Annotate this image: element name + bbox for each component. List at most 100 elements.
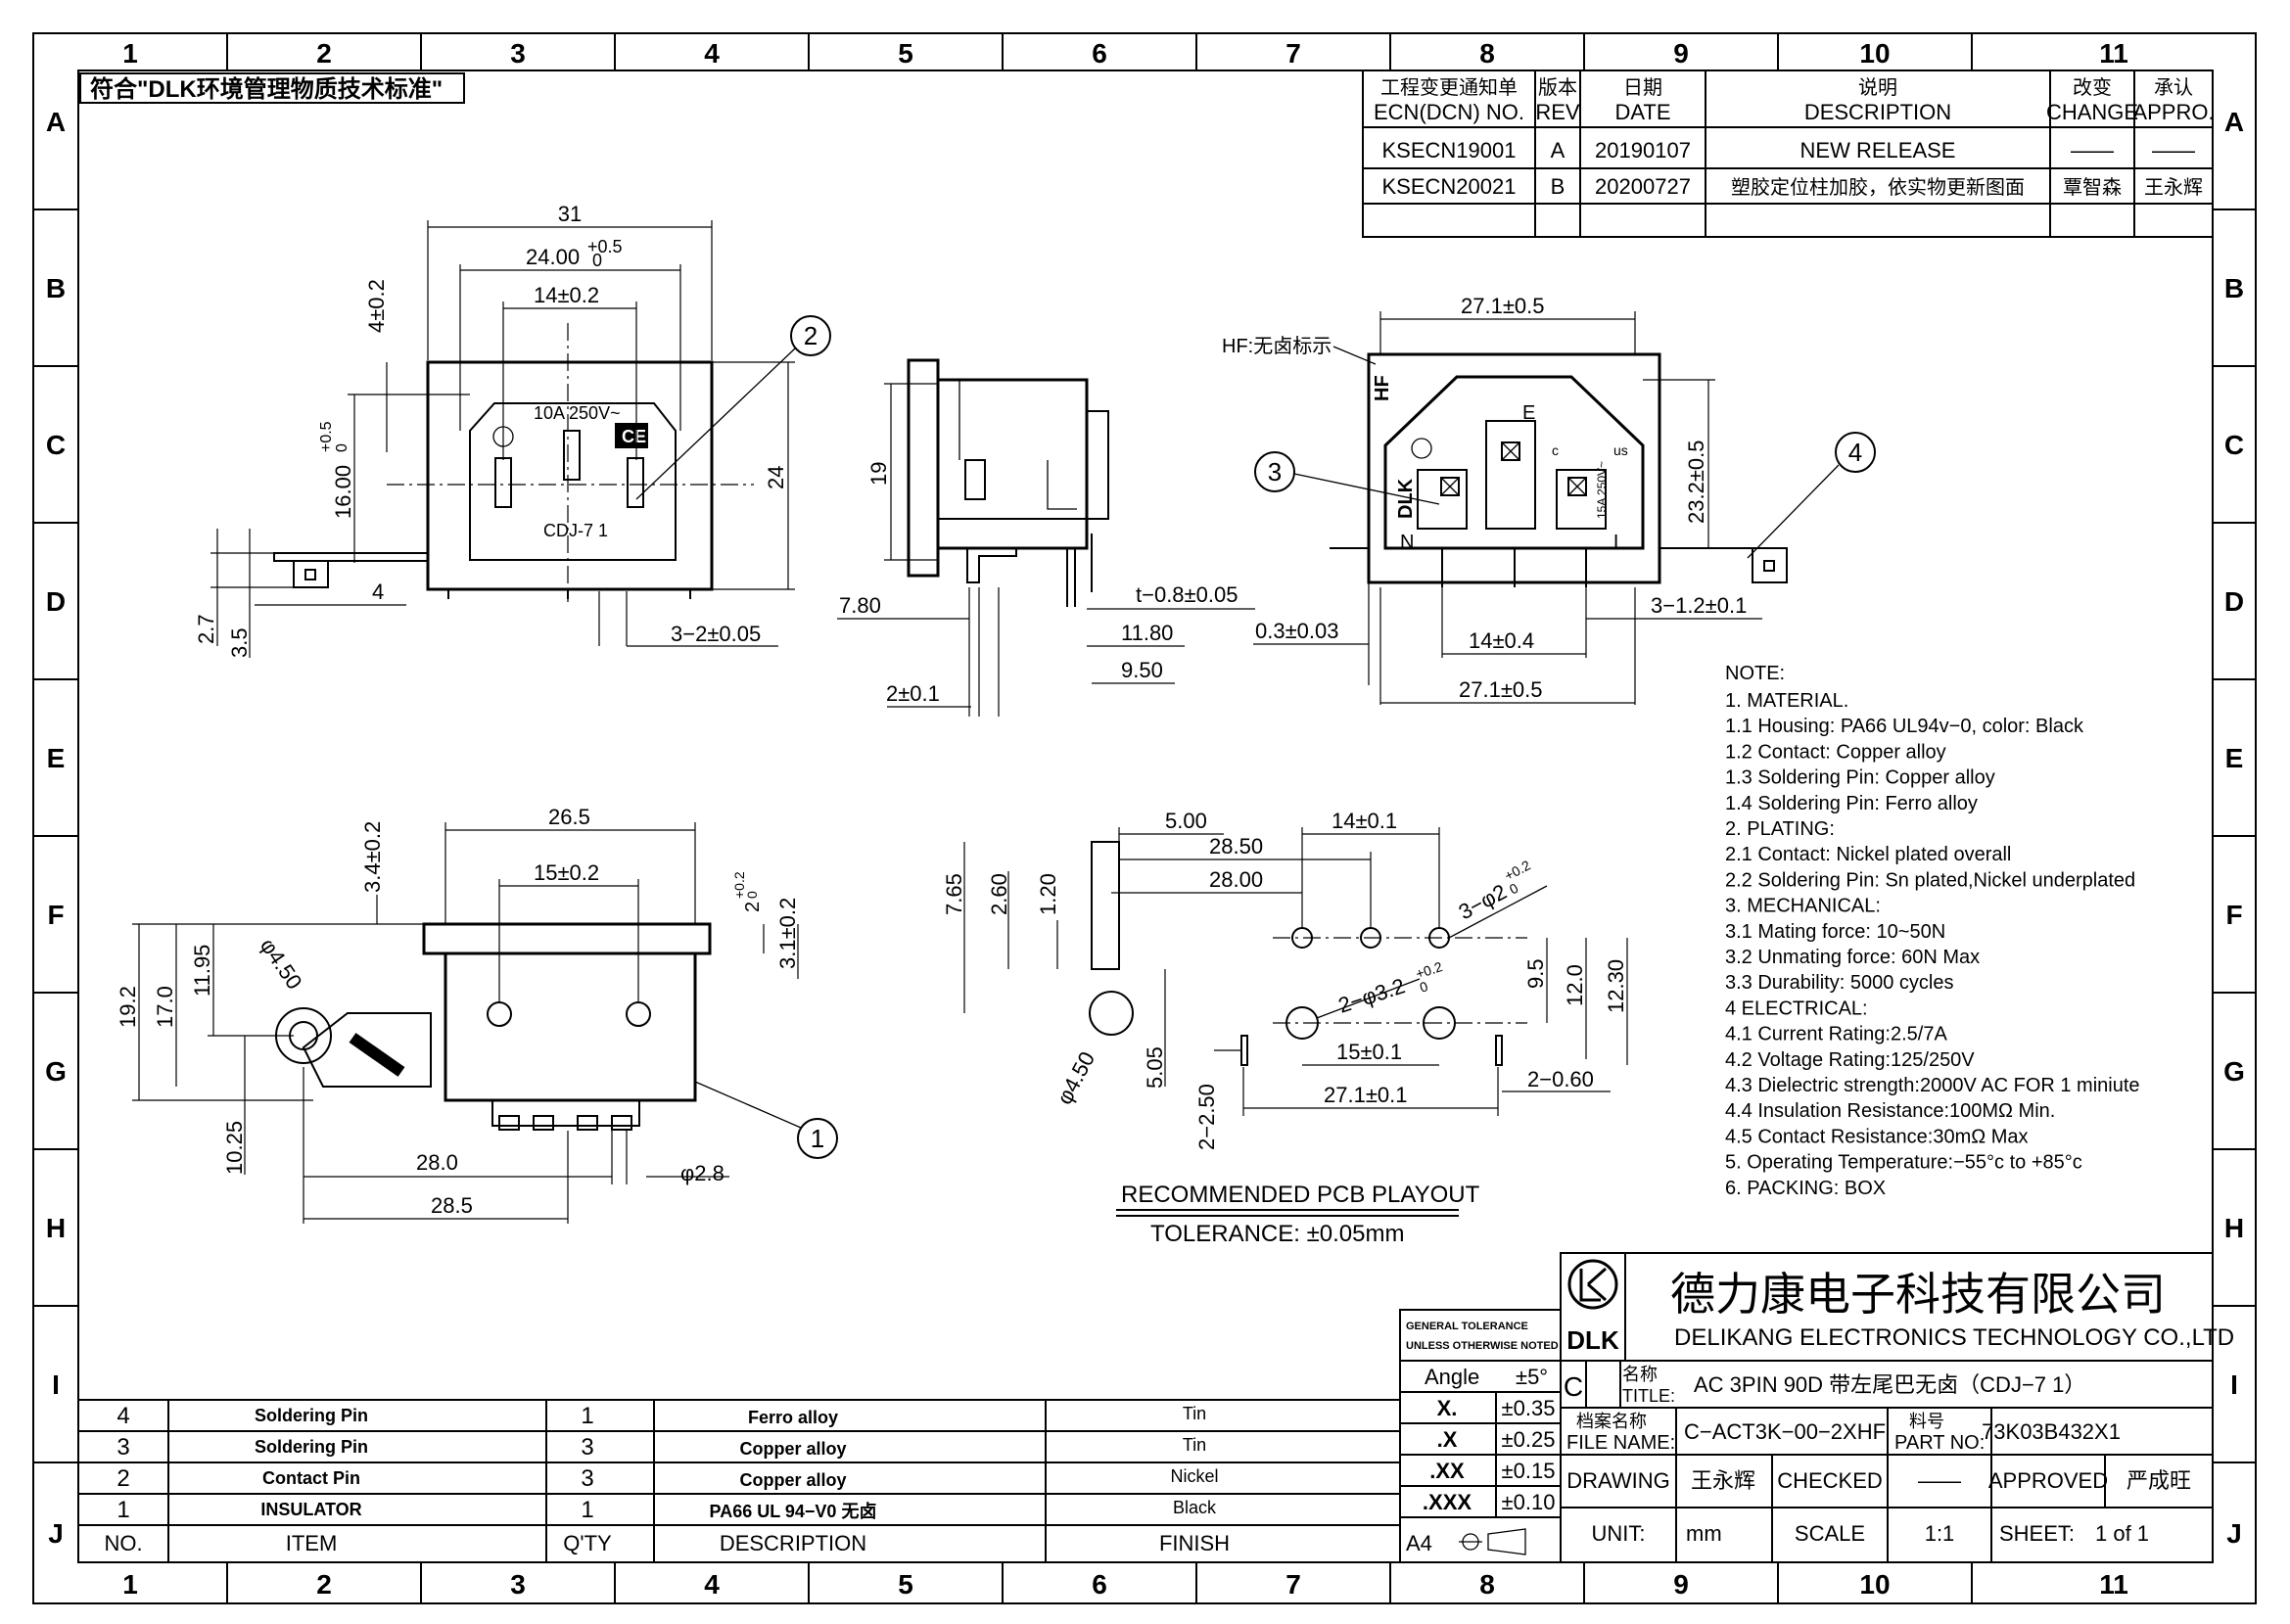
rev-a-change: ——	[2071, 138, 2114, 162]
bottom-tail	[302, 1012, 432, 1088]
callout-1	[797, 1118, 838, 1159]
row-label-left: B	[46, 273, 66, 303]
company-name-cn: 德力康电子科技有限公司	[1670, 1269, 2166, 1320]
back-n-label: N	[1400, 532, 1414, 553]
dim-pcb-2800: 28.00	[1209, 867, 1263, 892]
dim-back-232: 23.2±0.5	[1684, 441, 1708, 524]
callout-3	[1254, 451, 1295, 492]
column-label-top: 3	[510, 38, 526, 69]
note-line: 4.1 Current Rating:2.5/7A	[1725, 1024, 1947, 1045]
callout-4-label: 4	[1848, 438, 1862, 467]
dim-bottom-h2: 2	[742, 902, 764, 912]
row-label-left: F	[47, 900, 64, 930]
filename-label-en: FILE NAME:	[1566, 1432, 1675, 1454]
dim-bottom-hole: φ4.50	[256, 934, 307, 994]
drawing-by: 王永辉	[1691, 1468, 1755, 1493]
bom-row-no: 1	[117, 1497, 129, 1523]
dim-front-4: 4	[372, 580, 384, 604]
bom-row-desc: Copper alloy	[739, 1470, 846, 1490]
row-label-right: J	[2226, 1518, 2242, 1549]
row-label-left: C	[46, 430, 66, 460]
bom-row-no: 4	[117, 1403, 129, 1429]
rev-header-change-cn: 改变	[2073, 76, 2112, 99]
dim-front-pins: 3−2±0.05	[671, 622, 761, 646]
dim-bottom-pin: φ2.8	[680, 1161, 724, 1185]
dim-side-19: 19	[866, 462, 891, 486]
dim-pcb-765: 7.65	[942, 873, 966, 915]
dim-pcb-holes2-tol-bot: 0	[1418, 978, 1430, 996]
column-label-top: 9	[1673, 38, 1689, 69]
column-label-top: 8	[1479, 38, 1495, 69]
bom-row-finish: Nickel	[1170, 1466, 1218, 1486]
front-flange	[426, 360, 714, 591]
filename-label-cn: 档案名称	[1576, 1412, 1647, 1431]
rev-a-rev: A	[1551, 138, 1566, 162]
callout-4	[1835, 432, 1876, 473]
notes: NOTE: 1. MATERIAL.1.1 Housing: PA66 UL94…	[1725, 663, 2140, 1199]
company-name-en: DELIKANG ELECTRONICS TECHNOLOGY CO.,LTD	[1674, 1324, 2234, 1351]
dim-front-24-tol-top: +0.5	[587, 237, 623, 256]
dim-pcb-holes3-tol-top: +0.2	[1502, 857, 1533, 883]
note-line: 1.4 Soldering Pin: Ferro alloy	[1725, 793, 1978, 814]
dim-front-h24: 24	[764, 466, 788, 489]
tol-x-val: ±0.35	[1502, 1396, 1556, 1420]
row-label-left: G	[45, 1056, 67, 1087]
pin-slot-right	[627, 457, 644, 508]
note-line: 3.1 Mating force: 10~50N	[1725, 921, 1945, 943]
column-label-bottom: 2	[316, 1569, 332, 1600]
dim-pcb-120b: 12.0	[1563, 964, 1587, 1006]
back-rating: 15A 250V~	[1595, 461, 1609, 519]
checked-by: ——	[1918, 1468, 1961, 1493]
tol-dxx-val: ±0.15	[1502, 1459, 1556, 1483]
dim-bottom-h2-tol-bot: 0	[744, 891, 760, 899]
tol-x: X.	[1437, 1396, 1458, 1420]
column-label-bottom: 4	[704, 1569, 720, 1600]
dim-side-2: 2±0.1	[886, 681, 940, 706]
bom-row-no: 3	[117, 1434, 129, 1461]
row-label-right: C	[2224, 430, 2244, 460]
dim-bottom-285: 28.5	[431, 1193, 473, 1218]
tol-line1: GENERAL TOLERANCE	[1406, 1321, 1528, 1332]
callout-2	[790, 315, 831, 356]
front-socket-outline	[469, 402, 677, 561]
dim-bottom-265: 26.5	[548, 805, 590, 829]
dim-front-h16: 16.00	[331, 465, 355, 519]
dim-back-271-top: 27.1±0.5	[1461, 294, 1544, 318]
dim-back-14: 14±0.4	[1469, 628, 1534, 653]
note-line: 3.3 Durability: 5000 cycles	[1725, 972, 1953, 994]
bom-row-qty: 3	[581, 1434, 593, 1461]
dim-side-950: 9.50	[1121, 658, 1163, 682]
front-view: 10A 250V~ CDJ-7 1 CE 31 24.00 +0.5 0 14±…	[194, 202, 831, 658]
column-label-bottom: 7	[1285, 1569, 1301, 1600]
column-label-top: 6	[1092, 38, 1107, 69]
bom-row-finish: Tin	[1183, 1404, 1206, 1423]
part-value: 73K03B432X1	[1982, 1419, 2121, 1444]
dim-pcb-271: 27.1±0.1	[1324, 1083, 1407, 1107]
callout-1-label: 1	[811, 1124, 824, 1153]
tol-angle: Angle	[1425, 1365, 1479, 1389]
front-tail	[273, 552, 429, 562]
bom-row-desc: PA66 UL 94−V0 无卤	[710, 1501, 877, 1521]
projection-symbol-icon	[1459, 1528, 1526, 1555]
rev-header-rev-cn: 版本	[1538, 76, 1577, 99]
note-line: 1.3 Soldering Pin: Copper alloy	[1725, 767, 1995, 789]
title-value: AC 3PIN 90D 带左尾巴无卤（CDJ−7 1）	[1694, 1372, 2085, 1397]
sheet-value: 1 of 1	[2095, 1521, 2149, 1546]
column-label-bottom: 8	[1479, 1569, 1495, 1600]
column-label-top: 7	[1285, 38, 1301, 69]
pcb-layout: 5.00 14±0.1 28.50 28.00 7.65 2.60 1.20 3…	[942, 809, 1628, 1247]
notes-title: NOTE:	[1725, 663, 1785, 684]
dim-bottom-31: 3.1±0.2	[775, 898, 800, 969]
dim-front-27: 2.7	[194, 614, 218, 644]
bom-header-qty: Q'TY	[563, 1531, 612, 1555]
rev-a-date: 20190107	[1595, 138, 1691, 162]
dim-front-h16-tol-top: +0.5	[318, 421, 335, 452]
filename-value: C−ACT3K−00−2XHF	[1684, 1419, 1886, 1444]
dim-pcb-holes2: 2−φ3.2	[1335, 973, 1408, 1017]
dim-front-35: 3.5	[227, 627, 252, 658]
column-label-top: 5	[898, 38, 913, 69]
